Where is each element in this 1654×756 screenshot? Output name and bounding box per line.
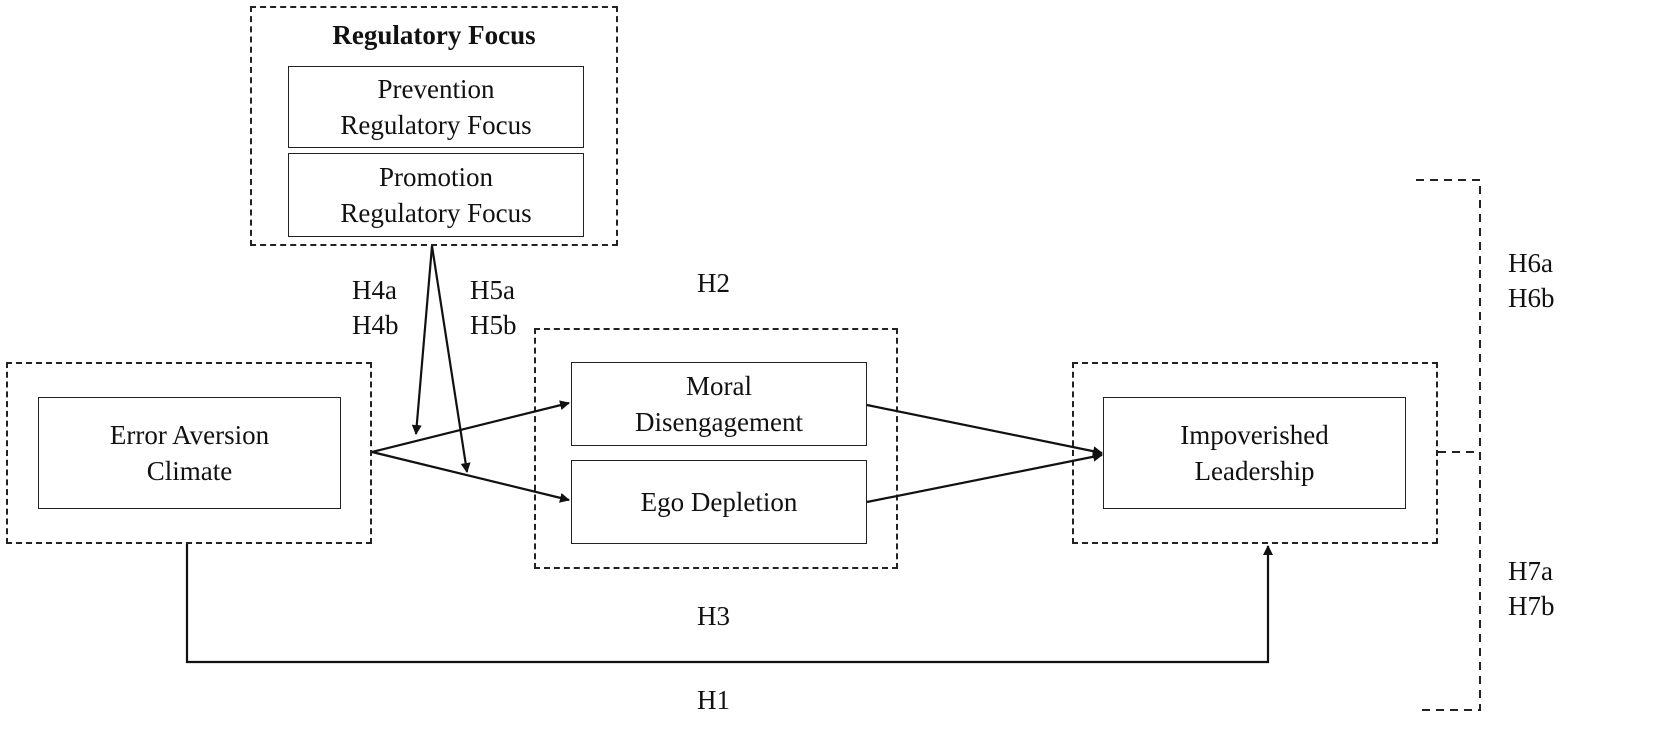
ego-depletion-box: Ego Depletion — [571, 460, 867, 544]
hypothesis-h5a: H5a — [470, 275, 515, 305]
arrow-to-ego-depletion — [371, 450, 570, 503]
promotion-line2: Regulatory Focus — [340, 198, 532, 228]
mediators-group — [534, 328, 898, 569]
error-aversion-group — [6, 362, 372, 544]
moral-disengagement-line2: Disengagement — [635, 407, 803, 437]
hypothesis-h5b: H5b — [470, 310, 517, 340]
arrow-to-moral-disengagement — [371, 400, 570, 454]
hypothesis-h2: H2 — [697, 268, 730, 298]
arrow-moral-to-leadership — [866, 403, 1103, 457]
error-aversion-line1: Error Aversion — [109, 420, 270, 450]
hypothesis-h1: H1 — [697, 685, 730, 715]
hypothesis-h7b: H7b — [1508, 591, 1555, 621]
impoverished-leadership-box: Impoverished Leadership — [1103, 397, 1406, 509]
hypothesis-h7a: H7a — [1508, 556, 1553, 586]
error-aversion-climate-box: Error Aversion Climate — [38, 397, 341, 509]
hypothesis-h3: H3 — [697, 601, 730, 631]
impoverished-leadership-line1: Impoverished — [1180, 420, 1329, 450]
hypothesis-h6b: H6b — [1508, 283, 1555, 313]
prevention-line2: Regulatory Focus — [340, 110, 532, 140]
prevention-line1: Prevention — [377, 74, 495, 104]
promotion-regulatory-focus-box: Promotion Regulatory Focus — [288, 153, 584, 237]
arrow-direct-h1 — [185, 544, 1273, 664]
hypothesis-h4a: H4a — [352, 275, 397, 305]
regulatory-focus-title: Regulatory Focus — [332, 20, 536, 50]
regulatory-focus-group — [250, 6, 618, 246]
arrow-ego-to-leadership — [866, 451, 1103, 504]
arrow-moderation-h4 — [411, 245, 434, 435]
impoverished-leadership-line2: Leadership — [1194, 456, 1315, 486]
bracket-h6-h7 — [1416, 179, 1481, 711]
promotion-line1: Promotion — [378, 162, 493, 192]
arrow-moderation-h5 — [430, 245, 471, 473]
moral-disengagement-box: Moral Disengagement — [571, 362, 867, 446]
hypothesis-h6a: H6a — [1508, 248, 1553, 278]
moral-disengagement-line1: Moral — [686, 371, 752, 401]
prevention-regulatory-focus-box: Prevention Regulatory Focus — [288, 66, 584, 148]
hypothesis-h4b: H4b — [352, 310, 399, 340]
impoverished-leadership-group — [1072, 362, 1438, 544]
error-aversion-line2: Climate — [146, 456, 233, 486]
